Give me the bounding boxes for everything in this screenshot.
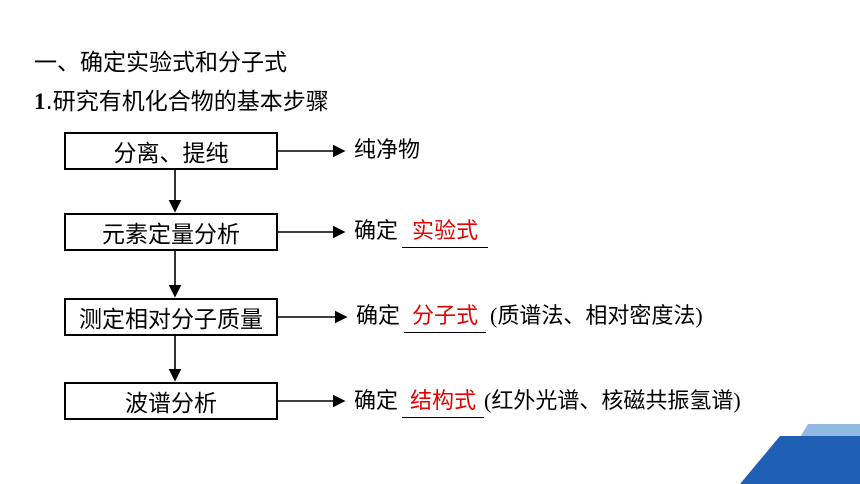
subsection-number: 1 xyxy=(34,89,46,114)
step-box-spectroscopy: 波谱分析 xyxy=(64,382,278,420)
answer-blank: 实验式 xyxy=(402,217,489,248)
corner-decoration xyxy=(740,424,860,484)
answer-blank: 分子式 xyxy=(404,302,487,333)
result-line-1: 纯净物 xyxy=(354,136,420,166)
result-line-4: 确定结构式(红外光谱、核磁共振氢谱) xyxy=(354,386,741,418)
step-box-separation: 分离、提纯 xyxy=(64,132,278,170)
corner-shape-dark xyxy=(740,436,860,484)
answer-blank: 结构式 xyxy=(402,387,485,418)
step-box-element-analysis: 元素定量分析 xyxy=(64,213,278,251)
result-line-2: 确定实验式 xyxy=(354,217,489,248)
step-box-molecular-mass: 测定相对分子质量 xyxy=(64,298,278,336)
subsection-title: .研究有机化合物的基本步骤 xyxy=(45,89,329,115)
method-note: (红外光谱、核磁共振氢谱) xyxy=(484,388,741,413)
result-label: 确定 xyxy=(354,219,399,244)
method-note: (质谱法、相对密度法) xyxy=(490,303,703,328)
section-heading: 一、确定实验式和分子式 xyxy=(34,50,287,76)
result-label: 纯净物 xyxy=(354,138,421,163)
result-label: 确定 xyxy=(356,304,401,329)
result-label: 确定 xyxy=(354,389,399,414)
subsection-heading: 1.研究有机化合物的基本步骤 xyxy=(34,88,329,116)
result-line-3: 确定分子式(质谱法、相对密度法) xyxy=(356,301,703,333)
